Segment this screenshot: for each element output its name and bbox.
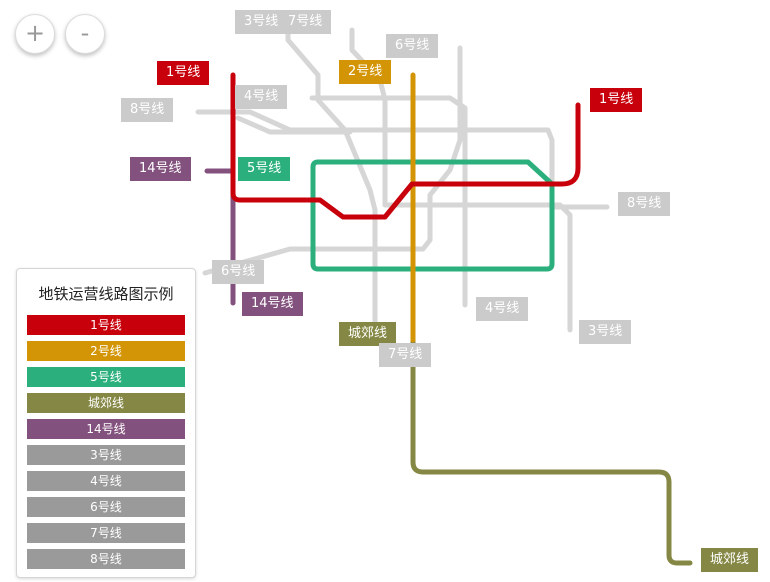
- zoom-in-button[interactable]: +: [15, 14, 55, 54]
- label-line14-top[interactable]: 14号线: [130, 157, 191, 181]
- legend-item-line5[interactable]: 5号线: [27, 367, 185, 387]
- label-line1-left[interactable]: 1号线: [157, 61, 210, 85]
- label-line8-left[interactable]: 8号线: [121, 98, 174, 122]
- legend-item-line14[interactable]: 14号线: [27, 419, 185, 439]
- label-line6-left[interactable]: 6号线: [212, 260, 265, 284]
- label-line3-top[interactable]: 3号线: [235, 10, 288, 34]
- label-line4-top[interactable]: 4号线: [235, 85, 288, 109]
- label-line14-bottom[interactable]: 14号线: [242, 292, 303, 316]
- suburban-line-route[interactable]: [410, 265, 693, 566]
- legend-panel: 地铁运营线路图示例 1号线 2号线 5号线 城郊线 14号线 3号线 4号线 6…: [16, 268, 196, 578]
- label-suburban-end[interactable]: 城郊线: [701, 548, 759, 572]
- label-line7-top[interactable]: 7号线: [279, 10, 332, 34]
- label-suburban-mid[interactable]: 城郊线: [339, 322, 397, 346]
- legend-title: 地铁运营线路图示例: [38, 285, 174, 303]
- label-line1-right[interactable]: 1号线: [590, 88, 643, 112]
- legend-item-line6[interactable]: 6号线: [27, 497, 185, 517]
- zoom-out-button[interactable]: -: [65, 14, 105, 54]
- label-line2[interactable]: 2号线: [339, 60, 392, 84]
- legend-item-line2[interactable]: 2号线: [27, 341, 185, 361]
- label-line3-bottom[interactable]: 3号线: [579, 320, 632, 344]
- legend-item-line4[interactable]: 4号线: [27, 471, 185, 491]
- legend-item-suburban[interactable]: 城郊线: [27, 393, 185, 413]
- legend-item-line8[interactable]: 8号线: [27, 549, 185, 569]
- legend-item-line7[interactable]: 7号线: [27, 523, 185, 543]
- line-1-route[interactable]: [230, 72, 581, 220]
- label-line6-top[interactable]: 6号线: [386, 34, 439, 58]
- label-line8-right[interactable]: 8号线: [618, 192, 671, 216]
- legend-item-line3[interactable]: 3号线: [27, 445, 185, 465]
- label-line4-bottom[interactable]: 4号线: [476, 297, 529, 321]
- legend-item-line1[interactable]: 1号线: [27, 315, 185, 335]
- line-4-west-branch[interactable]: [235, 115, 353, 135]
- label-line5[interactable]: 5号线: [238, 157, 291, 181]
- line-5-route[interactable]: [310, 159, 555, 272]
- label-line7-bottom[interactable]: 7号线: [379, 343, 432, 367]
